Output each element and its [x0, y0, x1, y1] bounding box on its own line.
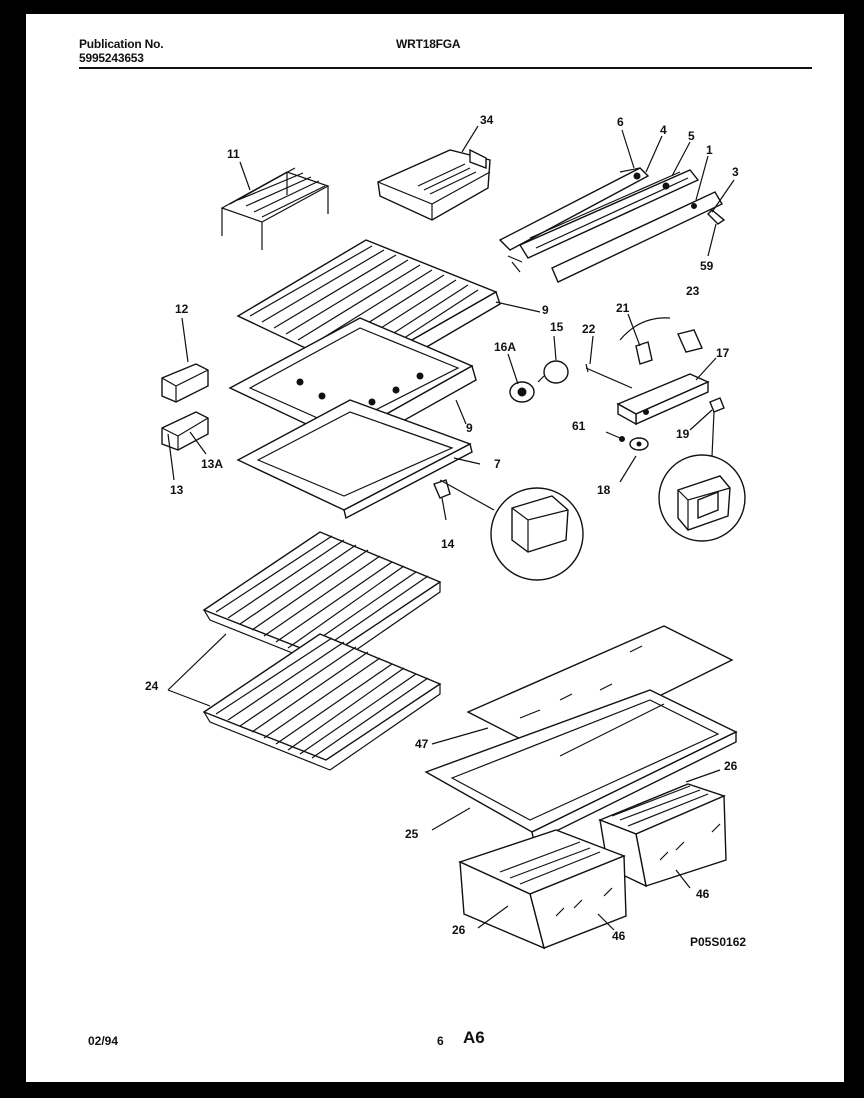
callout-9-lower: 9: [466, 421, 473, 435]
knob-drawing: [605, 431, 649, 483]
rail-assembly-drawing: [498, 167, 726, 283]
callout-11: 11: [227, 147, 240, 161]
callout-19: 19: [676, 427, 690, 441]
shelf-frame-bottom-drawing: [236, 399, 473, 520]
figure-code: P05S0162: [690, 935, 746, 949]
callout-5: 5: [688, 129, 695, 143]
callout-13: 13: [170, 483, 184, 497]
crisper-cover-drawing: [424, 689, 738, 844]
callout-17: 17: [716, 346, 730, 360]
wire-shelf-lower-drawing: [202, 633, 442, 771]
footer-section: A6: [463, 1028, 485, 1047]
callout-18: 18: [597, 483, 611, 497]
callout-47: 47: [415, 737, 429, 751]
callout-21: 21: [616, 301, 630, 315]
callout-3: 3: [732, 165, 739, 179]
callout-9-upper: 9: [542, 303, 549, 317]
leader-lines: [167, 125, 735, 931]
callout-15: 15: [550, 320, 564, 334]
callout-46-right: 46: [696, 887, 710, 901]
callout-59: 59: [700, 259, 714, 273]
clip-detail-drawing: [439, 479, 584, 581]
callout-26-left: 26: [452, 923, 466, 937]
crisper-drawer-right-drawing: [598, 783, 727, 888]
stop-clip-drawing: [433, 479, 451, 521]
control-housing-drawing: [616, 373, 710, 426]
callout-4: 4: [660, 123, 667, 137]
callout-26-right: 26: [724, 759, 738, 773]
door-bin-drawing: [161, 363, 209, 451]
callout-16A: 16A: [494, 340, 516, 354]
lamp-socket-drawing: [509, 360, 569, 403]
footer-date: 02/94: [88, 1034, 119, 1048]
callout-25: 25: [405, 827, 419, 841]
callout-46-left: 46: [612, 929, 626, 943]
callout-6: 6: [617, 115, 624, 129]
thermostat-parts-drawing: [585, 317, 703, 389]
callout-24: 24: [145, 679, 159, 693]
callout-14: 14: [441, 537, 455, 551]
crisper-drawer-left-drawing: [458, 829, 627, 950]
header-rule: [79, 67, 812, 69]
switch-detail-drawing: [658, 397, 746, 542]
callout-12: 12: [175, 302, 189, 316]
callout-13A: 13A: [201, 457, 223, 471]
callout-labels: 11 34 6 4 5 1 3 59 23 9 21 12 15 22 16A …: [145, 113, 746, 949]
callout-61: 61: [572, 419, 586, 433]
callout-22: 22: [582, 322, 596, 336]
ice-bin-drawing: [377, 148, 491, 221]
publication-label: Publication No.: [79, 37, 164, 51]
model-number: WRT18FGA: [396, 37, 461, 51]
callout-34: 34: [480, 113, 494, 127]
callout-7: 7: [494, 457, 501, 471]
publication-number: 5995243653: [79, 51, 144, 65]
callout-1: 1: [706, 143, 713, 157]
wire-rack-drawing: [220, 167, 330, 250]
callout-23: 23: [686, 284, 700, 298]
footer-page-number: 6: [437, 1034, 444, 1048]
